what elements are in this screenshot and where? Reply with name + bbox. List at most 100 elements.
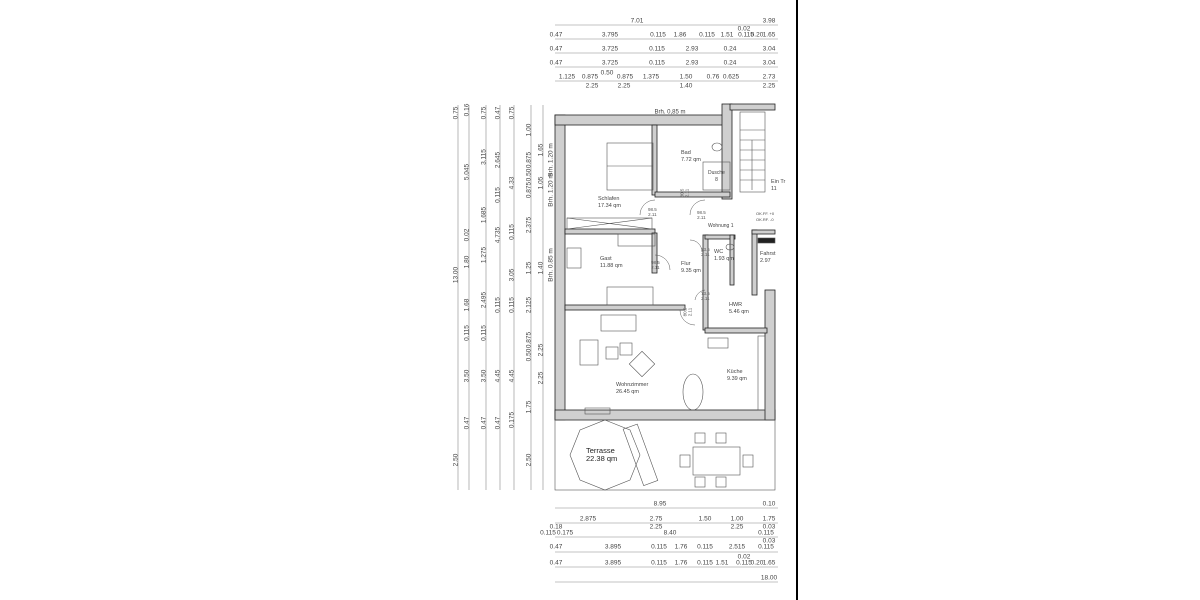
desk <box>566 247 582 269</box>
wall-flur-west <box>651 232 658 274</box>
dimension-label-top: 1.375 <box>642 73 660 81</box>
dimension-label-top: 0.115 <box>649 59 665 67</box>
dimension-label-left: 1.68 <box>463 298 471 312</box>
dimension-label-left: 0.50 <box>525 348 533 362</box>
dimension-label-bottom: 0.03 <box>762 537 776 545</box>
dimension-label-left: 0.175 <box>508 411 516 429</box>
dimension-label-left: 0.875 <box>525 181 533 199</box>
shower <box>702 161 731 191</box>
dimension-label-top: 1.51 <box>720 31 734 39</box>
wall-gast-north <box>564 228 656 235</box>
dimension-label-bottom: 0.115 <box>758 543 774 551</box>
door-swings <box>639 199 706 326</box>
sheet-border-line <box>796 0 798 600</box>
dimension-label-top: 2.93 <box>685 45 699 53</box>
wall-south <box>554 409 776 421</box>
dimension-label-bottom: 2.515 <box>728 543 746 551</box>
dimension-label-top: 2.25 <box>585 82 599 90</box>
furniture <box>554 111 776 491</box>
dimension-label-top: 3.725 <box>601 45 619 53</box>
dimension-label-left: 0.115 <box>494 297 502 313</box>
dimension-label-bottom: 1.65 <box>762 559 776 567</box>
dimension-label-top: 2.73 <box>762 73 776 81</box>
dimension-label-top: 0.20 <box>750 31 764 39</box>
wall-bad <box>651 124 658 196</box>
dimension-label-left: 1.80 <box>463 255 471 269</box>
wall-gast-south <box>564 304 686 311</box>
toilet-wc <box>725 243 735 251</box>
dimension-label-left: 2.50 <box>452 453 460 467</box>
dimension-label-left: 1.05 <box>537 176 545 190</box>
dimension-label-top: 0.24 <box>723 59 737 67</box>
dimension-label-left: Brh. 1.20 m <box>547 143 555 177</box>
dimension-lines <box>457 24 778 583</box>
dimension-label-left: 2.25 <box>537 343 545 357</box>
wall-stair-west <box>721 103 733 200</box>
dimension-label-left: 2.645 <box>494 151 502 169</box>
dimension-label-top: 3.04 <box>762 45 776 53</box>
dimension-label-bottom: 0.115 <box>758 529 774 537</box>
dimension-label-bottom: 0.47 <box>549 543 563 551</box>
dimension-label-left: 3.05 <box>508 268 516 282</box>
dimension-label-top: 0.50 <box>600 69 614 77</box>
dimension-label-bottom: 1.76 <box>674 559 688 567</box>
dimension-label-top: 0.875 <box>581 73 599 81</box>
level-ff: OK.FF. +0 <box>756 211 775 216</box>
dimension-label-left: 0.75 <box>480 106 488 120</box>
dimension-label-left: 0.115 <box>508 297 516 313</box>
dimension-label-left: 0.02 <box>463 228 471 242</box>
dimension-label-left: 4.45 <box>508 369 516 383</box>
wardrobe-gast <box>617 233 656 247</box>
terrace <box>554 419 776 491</box>
sun-lounger <box>622 423 659 486</box>
wall-east <box>764 289 776 421</box>
dimension-label-bottom: 2.25 <box>649 523 663 531</box>
dimension-label-left: Brh. 1.20 m <box>547 173 555 207</box>
dimension-label-left: 3.50 <box>480 369 488 383</box>
dimension-label-top: 0.625 <box>722 73 740 81</box>
parasol <box>569 419 641 491</box>
double-bed <box>606 142 654 191</box>
dining-table <box>682 373 704 411</box>
dimension-label-top: 1.125 <box>558 73 576 81</box>
fireplace <box>584 407 611 415</box>
dimension-label-bottom: 1.76 <box>674 543 688 551</box>
dimension-label-left: 0.16 <box>463 103 471 117</box>
dimension-label-bottom: 3.895 <box>604 559 622 567</box>
dimension-label-left: 0.115 <box>508 224 516 240</box>
dimension-label-bottom: 2.875 <box>579 515 597 523</box>
dimension-label-bottom: 8.95 <box>653 500 667 508</box>
dimension-label-bottom: 8.40 <box>663 529 677 537</box>
dimension-label-bottom: 1.00 <box>730 515 744 523</box>
dimension-label-left: 1.40 <box>537 261 545 275</box>
dimension-label-left: 2.495 <box>480 291 488 309</box>
dimension-label-left: 0.875 <box>525 331 533 349</box>
dimension-label-top: 7.01 <box>630 17 644 25</box>
dimension-label-left: 4.45 <box>494 369 502 383</box>
dimension-label-top: 0.47 <box>549 45 563 53</box>
dimension-label-left: 0.47 <box>494 106 502 120</box>
dimension-label-left: 0.47 <box>494 416 502 430</box>
dimension-label-left: 3.115 <box>480 149 488 165</box>
dimension-label-left: 0.75 <box>508 106 516 120</box>
dimension-label-left: 0.115 <box>494 187 502 203</box>
dimension-label-left: 0.75 <box>452 106 460 120</box>
dimension-label-top: 3.795 <box>601 31 619 39</box>
dimension-label-left: 0.47 <box>463 416 471 430</box>
dimension-label-bottom: 0.47 <box>549 559 563 567</box>
dimension-label-left: 1.00 <box>525 123 533 137</box>
dimension-label-top: 0.47 <box>549 59 563 67</box>
dimension-label-top: 0.115 <box>738 31 754 39</box>
window-sill-note: Brh. 0,85 m <box>654 109 686 116</box>
dimension-label-top: 1.50 <box>679 73 693 81</box>
dimension-label-left: 0.115 <box>463 325 471 341</box>
apartment-label: Wohnung 1 <box>708 223 734 229</box>
dimension-label-bottom: 0.10 <box>762 500 776 508</box>
